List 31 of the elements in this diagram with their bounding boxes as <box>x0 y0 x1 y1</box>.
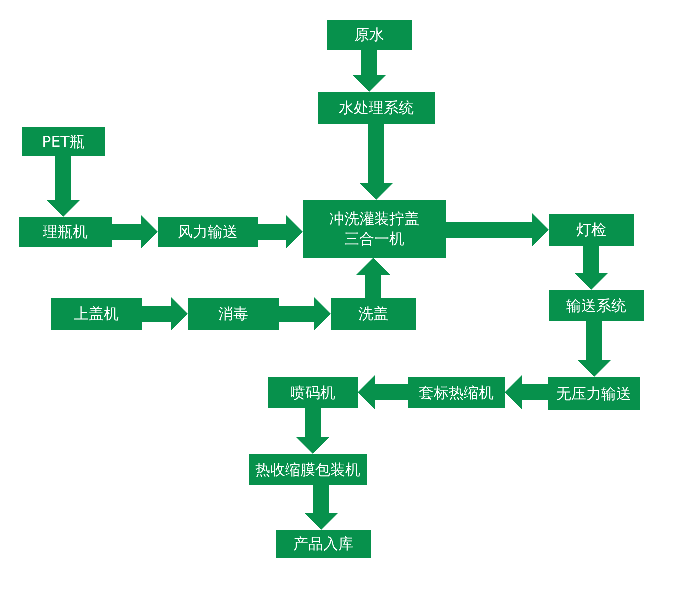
process-box: 冲洗灌装拧盖三合一机 <box>303 200 446 258</box>
arrow <box>352 50 386 92</box>
process-box: 上盖机 <box>51 298 142 330</box>
arrow <box>360 124 394 200</box>
arrow <box>358 376 408 410</box>
arrow <box>578 321 612 377</box>
process-box: 风力输送 <box>158 217 258 247</box>
process-box: 原水 <box>327 20 412 50</box>
process-box: 灯检 <box>549 214 634 246</box>
arrow <box>296 408 330 454</box>
arrow <box>279 297 331 331</box>
process-box: 套标热缩机 <box>408 377 505 408</box>
arrow <box>112 215 158 249</box>
process-box: PET瓶 <box>22 127 105 156</box>
arrow <box>304 485 338 530</box>
process-box: 产品入库 <box>276 530 371 558</box>
process-box: 洗盖 <box>331 298 416 330</box>
process-box: 喷码机 <box>268 377 358 408</box>
arrow <box>142 297 188 331</box>
process-box: 理瓶机 <box>19 217 112 247</box>
arrow <box>446 213 549 247</box>
arrow <box>505 376 548 410</box>
process-box: 水处理系统 <box>318 92 435 124</box>
arrow <box>574 246 608 290</box>
process-box: 无压力输送 <box>548 377 640 410</box>
arrow <box>356 258 390 298</box>
arrow <box>46 156 80 217</box>
process-box: 热收缩膜包装机 <box>249 454 367 485</box>
process-box: 输送系统 <box>549 290 644 321</box>
process-box: 消毒 <box>188 298 279 330</box>
arrow <box>258 215 303 249</box>
